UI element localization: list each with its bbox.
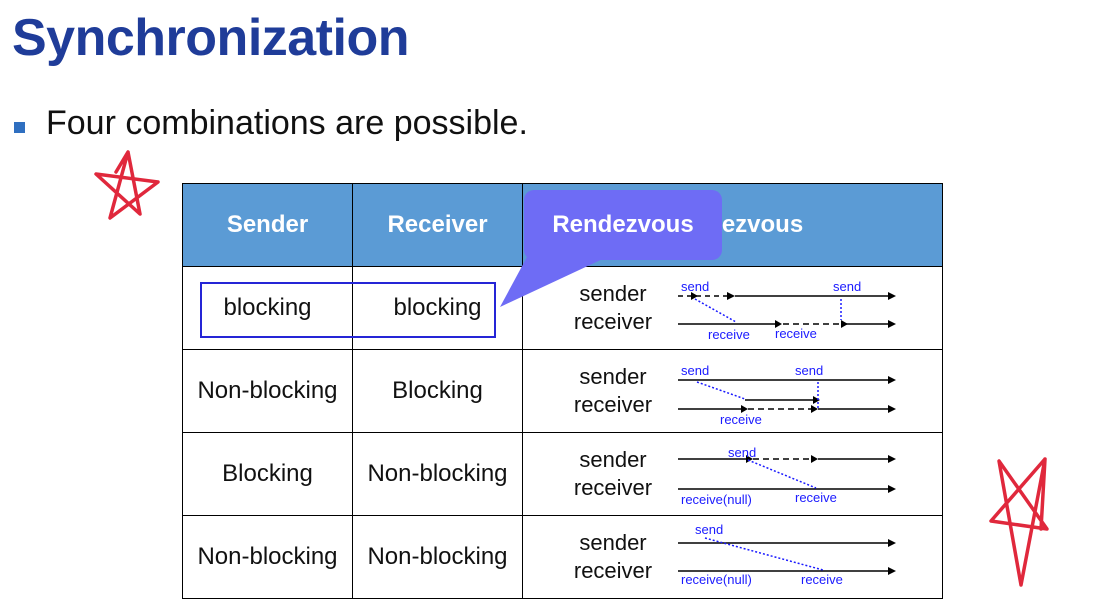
- timing-diagram: send receive(null) receive: [678, 445, 896, 507]
- table-row: Non-blocking Blocking sender receiver: [182, 349, 943, 433]
- bullet-square-icon: [14, 122, 25, 133]
- diagram-label: receive: [795, 490, 837, 505]
- label-sender: sender: [579, 364, 647, 389]
- cell-rendezvous: sender receiver send receive(null) recei…: [522, 515, 943, 599]
- cell-sender: Non-blocking: [182, 515, 353, 599]
- header-sender: Sender: [182, 183, 353, 267]
- diagram-label: send: [681, 363, 709, 378]
- diagram-label: send: [728, 445, 756, 460]
- rendezvous-callout: Rendezvous: [524, 190, 722, 260]
- diagram-label: receive: [720, 412, 762, 427]
- cell-rendezvous: sender receiver sen: [522, 266, 943, 350]
- diagram-label: receive: [775, 326, 817, 341]
- timing-diagram: send receive(null) receive: [678, 522, 896, 587]
- red-star-annotation-icon: [94, 150, 160, 220]
- diagram-label: receive(null): [681, 492, 752, 507]
- diagram-label: send: [833, 279, 861, 294]
- label-receiver: receiver: [573, 475, 653, 500]
- label-receiver: receiver: [573, 558, 653, 583]
- diagram-label: receive(null): [681, 572, 752, 587]
- slide-title: Synchronization: [12, 9, 409, 67]
- label-receiver: receiver: [573, 392, 653, 417]
- callout-pointer: [500, 257, 607, 307]
- table-row: Non-blocking Non-blocking sender receive…: [182, 515, 943, 599]
- diagram-label: receive: [801, 572, 843, 587]
- timing-diagram: send send receive: [678, 363, 896, 427]
- label-sender: sender: [579, 281, 647, 306]
- red-star-annotation-icon-right: [989, 457, 1049, 587]
- diagram-label: send: [695, 522, 723, 537]
- cell-receiver: Blocking: [352, 349, 523, 433]
- bullet-text: Four combinations are possible.: [46, 104, 528, 142]
- label-sender: sender: [579, 530, 647, 555]
- cell-rendezvous: sender receiver send: [522, 349, 943, 433]
- timing-diagram: send send receive receive: [678, 279, 896, 342]
- label-receiver: receiver: [573, 309, 653, 334]
- label-sender: sender: [579, 447, 647, 472]
- diagram-label: receive: [708, 327, 750, 342]
- table-row: Blocking Non-blocking sender receiver: [182, 432, 943, 516]
- diagram-label: send: [681, 279, 709, 294]
- blocking-highlight-box: [200, 282, 496, 338]
- cell-receiver: Non-blocking: [352, 432, 523, 516]
- cell-rendezvous: sender receiver send receive(null) recei…: [522, 432, 943, 516]
- cell-receiver: Non-blocking: [352, 515, 523, 599]
- diagram-label: send: [795, 363, 823, 378]
- cell-sender: Blocking: [182, 432, 353, 516]
- cell-sender: Non-blocking: [182, 349, 353, 433]
